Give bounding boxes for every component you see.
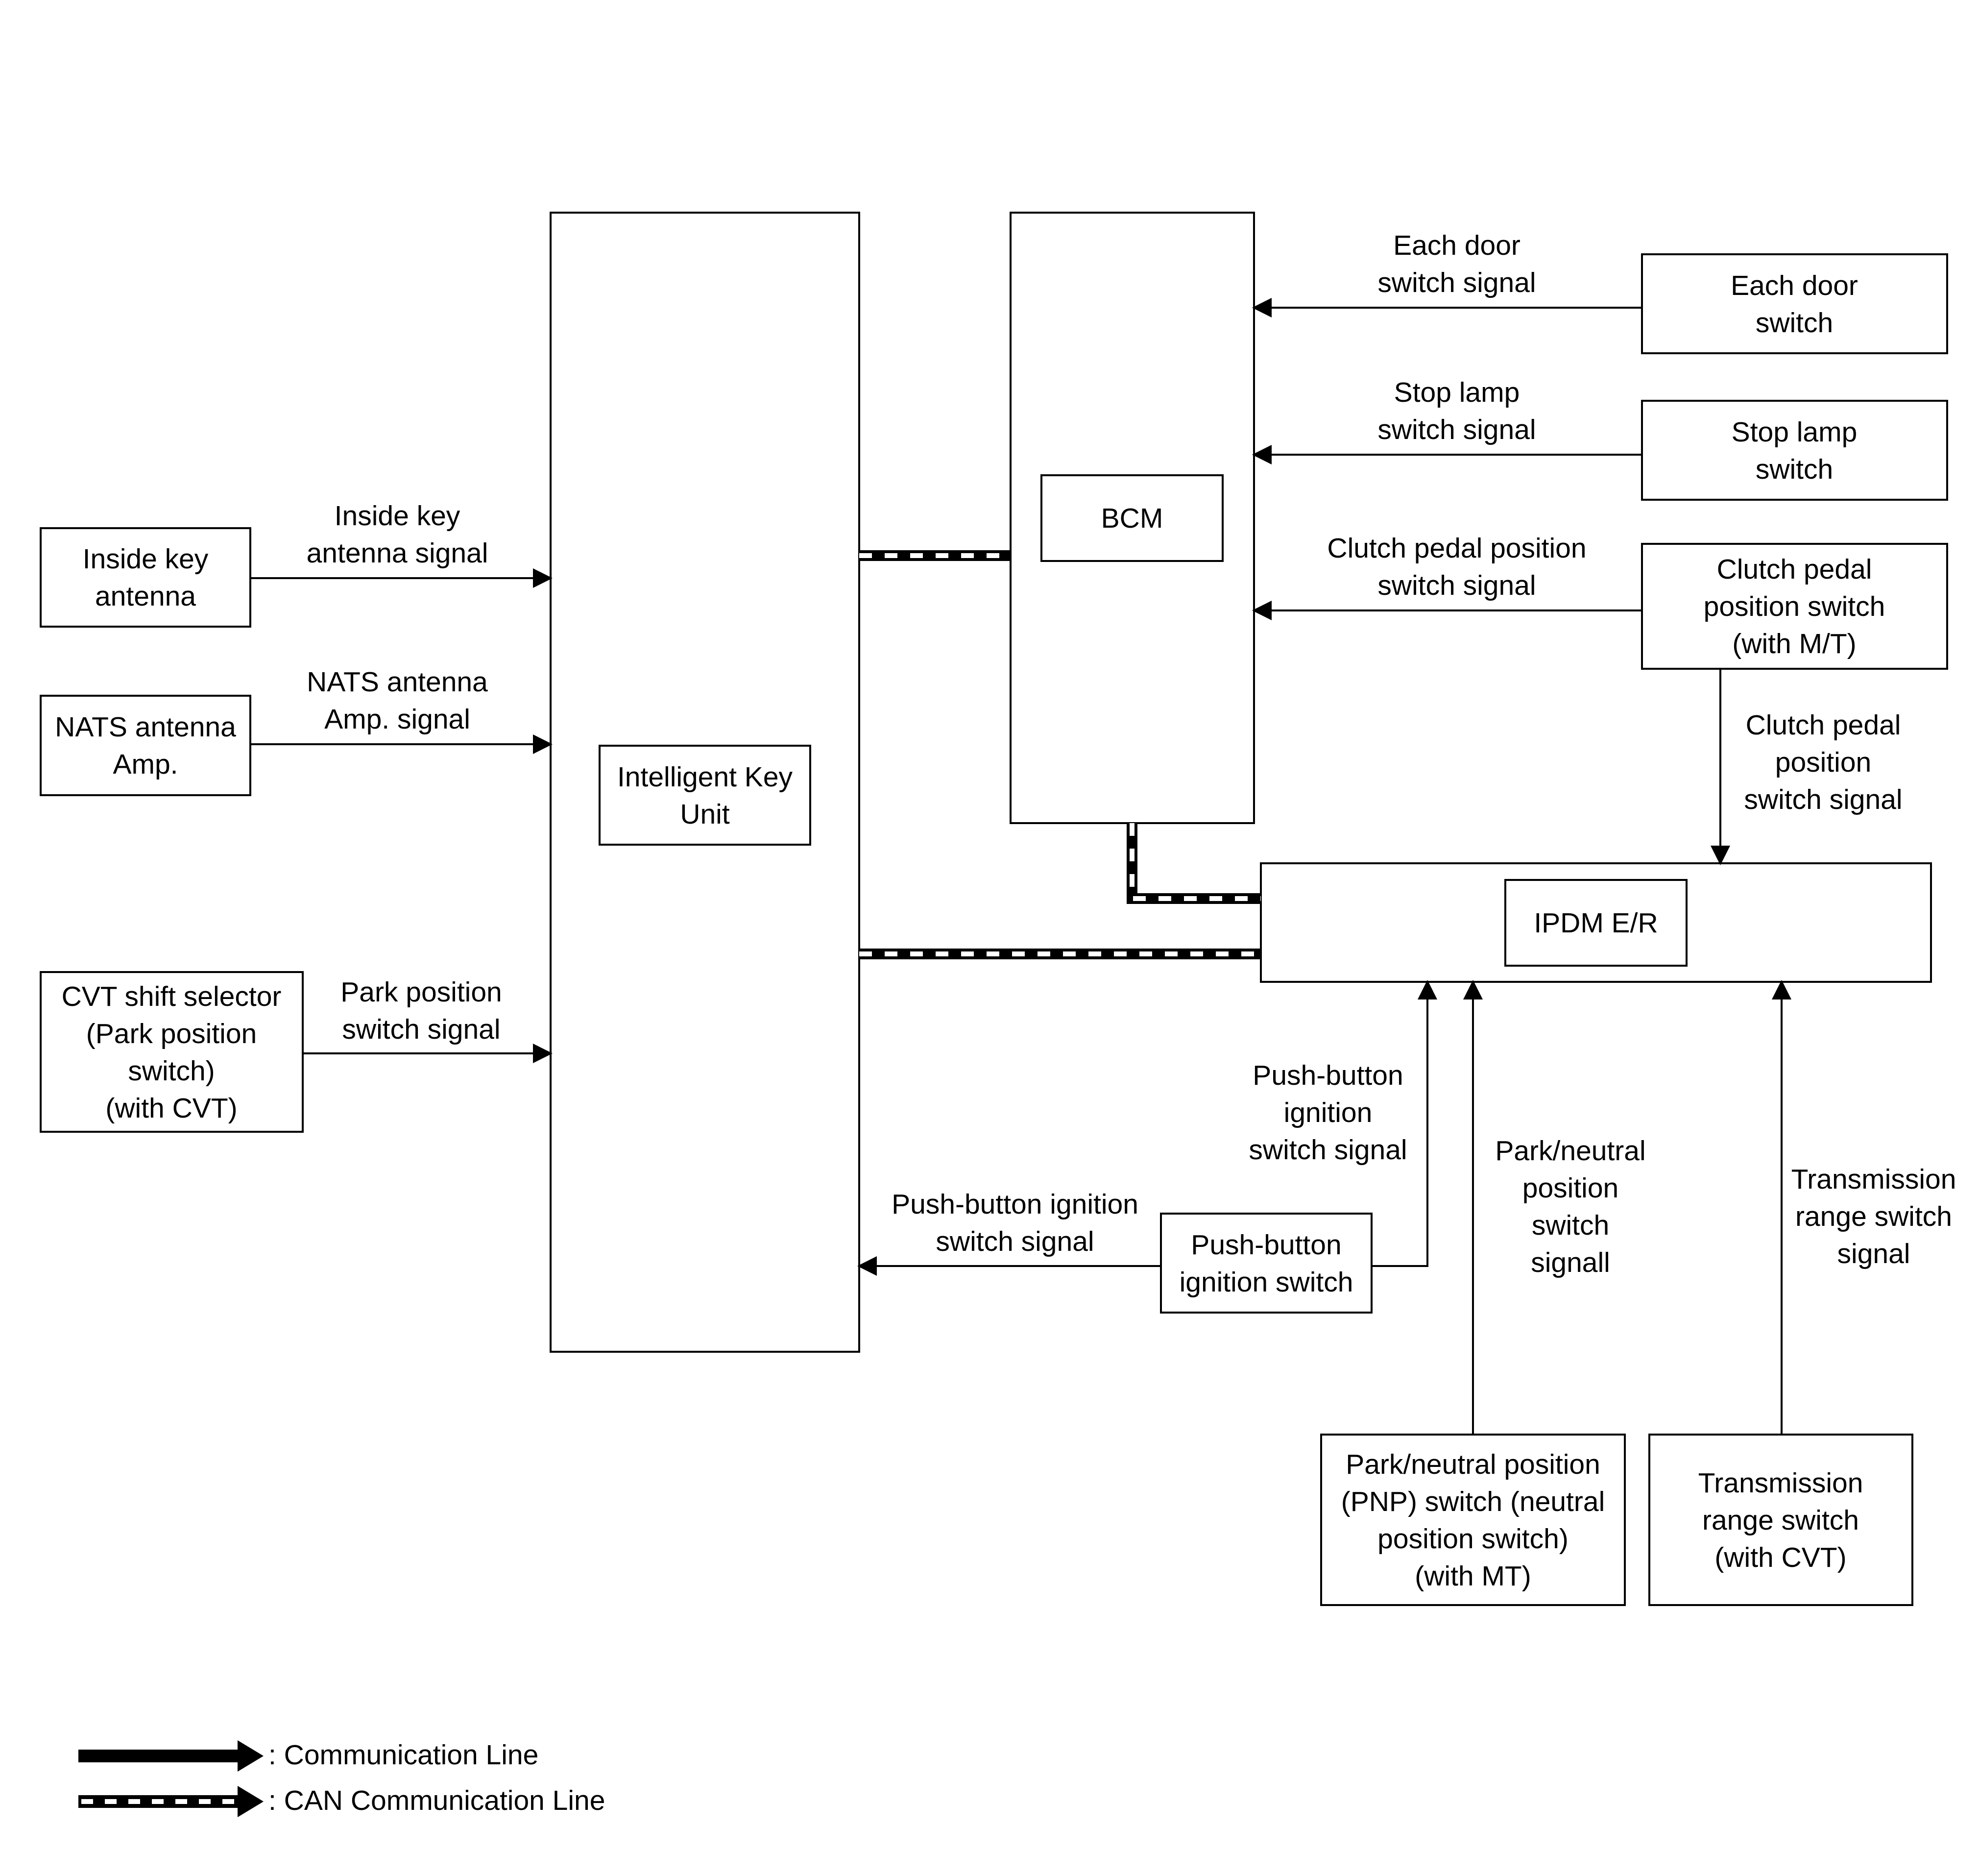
push-button-signal-to-ipdm-line bbox=[1372, 980, 1437, 1267]
legend-communication-line-label: : Communication Line bbox=[268, 1739, 538, 1771]
bcm-block: BCM bbox=[1010, 212, 1255, 824]
legend-communication-line-symbol bbox=[78, 1740, 264, 1772]
bcm-label: BCM bbox=[1101, 503, 1163, 534]
pnp-switch-label: Park/neutral position(PNP) switch (neutr… bbox=[1341, 1449, 1605, 1592]
legend-can-line-symbol bbox=[78, 1786, 264, 1817]
can-line-bcm-to-ipdm bbox=[1127, 823, 1261, 904]
legend-can-line-label: : CAN Communication Line bbox=[268, 1785, 605, 1816]
legend: : Communication Line : CAN Communication… bbox=[78, 1739, 605, 1817]
ipdm-er-label: IPDM E/R bbox=[1534, 907, 1658, 939]
pnp-switch-block: Park/neutral position(PNP) switch (neutr… bbox=[1320, 1434, 1626, 1606]
ipdm-er-block: IPDM E/R bbox=[1260, 862, 1932, 983]
